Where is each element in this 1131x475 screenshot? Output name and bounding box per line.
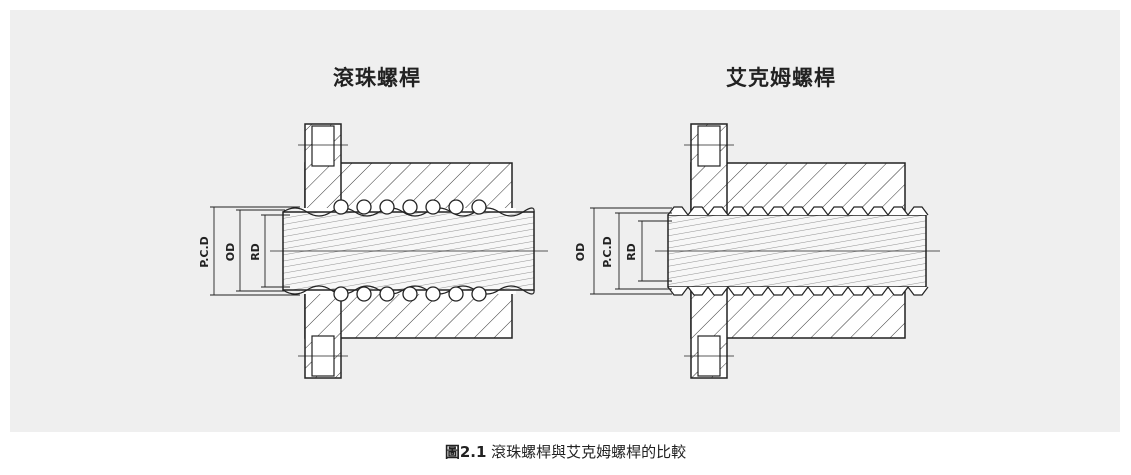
ball-od-label: OD: [224, 243, 237, 261]
ball-rd-label: RD: [249, 243, 262, 261]
caption-number: 圖2.1: [444, 443, 487, 461]
ball-pcd-label: P.C.D: [198, 236, 211, 268]
figure-panel: [10, 10, 1120, 432]
figure-caption: 圖2.1 滾珠螺桿與艾克姆螺桿的比較: [0, 441, 1131, 462]
acme-od-label: OD: [574, 243, 587, 261]
acme-screw-drawing: [590, 123, 940, 379]
acme-rd-label: RD: [625, 243, 638, 261]
ball-screw-title: 滾珠螺桿: [333, 66, 421, 90]
acme-pcd-label: P.C.D: [601, 236, 614, 268]
caption-text: 滾珠螺桿與艾克姆螺桿的比較: [486, 443, 687, 461]
ball-screw-drawing: [210, 123, 548, 379]
acme-screw-title: 艾克姆螺桿: [726, 66, 836, 90]
